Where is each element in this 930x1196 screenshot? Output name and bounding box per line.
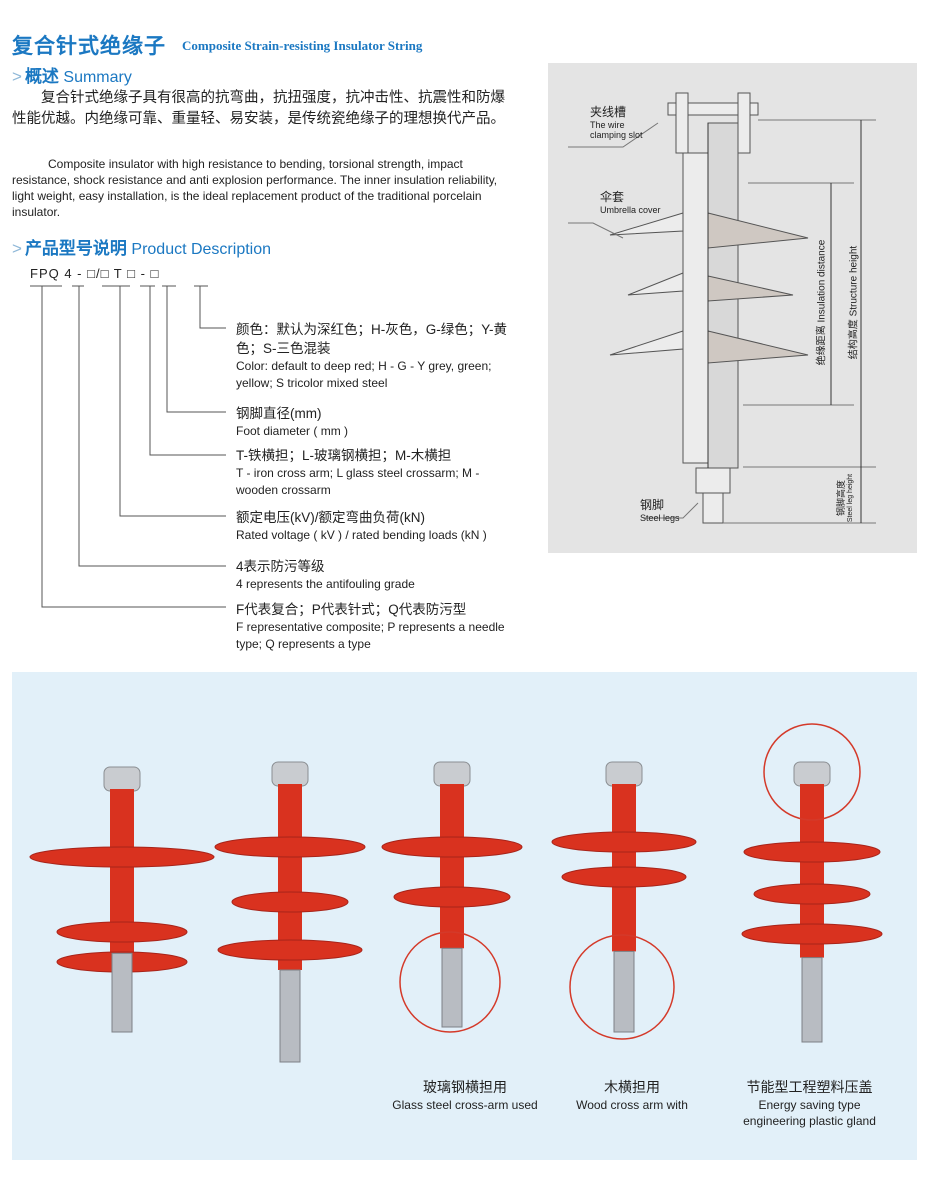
metal-cap xyxy=(271,761,309,787)
insulator-shed xyxy=(29,846,215,868)
steel-leg xyxy=(613,950,635,1033)
metal-cap xyxy=(433,761,471,787)
summary-text-cn: 复合针式绝缘子具有很高的抗弯曲，抗扭强度，抗冲击性、抗震性和防爆性能优越。内绝缘… xyxy=(12,90,505,127)
insulator-shed xyxy=(381,836,523,858)
metal-cap xyxy=(793,761,831,787)
label-structure-height: 结构高度 Structure height xyxy=(848,245,860,360)
insulator-shed xyxy=(753,883,871,905)
model-code: FPQ 4 - □/□ T □ - □ xyxy=(30,266,160,281)
description-heading-en: Product Description xyxy=(131,241,272,258)
summary-heading-en: Summary xyxy=(63,69,132,86)
chevron-icon: > xyxy=(12,239,22,258)
description-heading: >产品型号说明 Product Description xyxy=(12,234,271,259)
summary-heading-cn: 概述 xyxy=(24,67,59,86)
insulator-shed xyxy=(743,841,881,863)
insulator-body xyxy=(278,784,302,970)
highlight-circle xyxy=(569,934,675,1040)
description-heading-cn: 产品型号说明 xyxy=(24,239,127,258)
model-code-leader-lines xyxy=(30,285,226,608)
steel-leg xyxy=(279,969,301,1063)
page-title: 复合针式绝缘子 xyxy=(12,35,166,58)
metal-cap xyxy=(605,761,643,787)
metal-cap xyxy=(103,766,141,792)
insulator-body xyxy=(440,784,464,949)
insulator-photos xyxy=(29,723,883,1063)
highlight-circle xyxy=(763,723,861,821)
chevron-icon: > xyxy=(12,67,22,86)
label-insulation-distance: 绝缘距离 Insulation distance xyxy=(816,239,828,366)
steel-leg xyxy=(801,957,823,1043)
insulator-shed xyxy=(561,866,687,888)
code-desc-foot: 钢脚直径(mm)Foot diameter ( mm ) xyxy=(236,406,349,438)
highlight-circle xyxy=(399,931,501,1033)
steel-leg xyxy=(111,952,133,1033)
insulator-shed xyxy=(393,886,511,908)
insulator-shed xyxy=(217,939,363,961)
insulator-shed xyxy=(231,891,349,913)
insulator-shed xyxy=(56,921,188,943)
insulator-shed xyxy=(551,831,697,853)
summary-heading: >概述 Summary xyxy=(12,62,132,87)
insulator-shed xyxy=(214,836,366,858)
code-desc-voltage: 额定电压(kV)/额定弯曲负荷(kN)Rated voltage ( kV ) … xyxy=(236,510,487,542)
summary-text-en: Composite insulator with high resistance… xyxy=(12,157,498,219)
steel-leg xyxy=(441,947,463,1028)
page-subtitle: Composite Strain-resisting Insulator Str… xyxy=(182,38,423,53)
insulator-shed xyxy=(741,923,883,945)
